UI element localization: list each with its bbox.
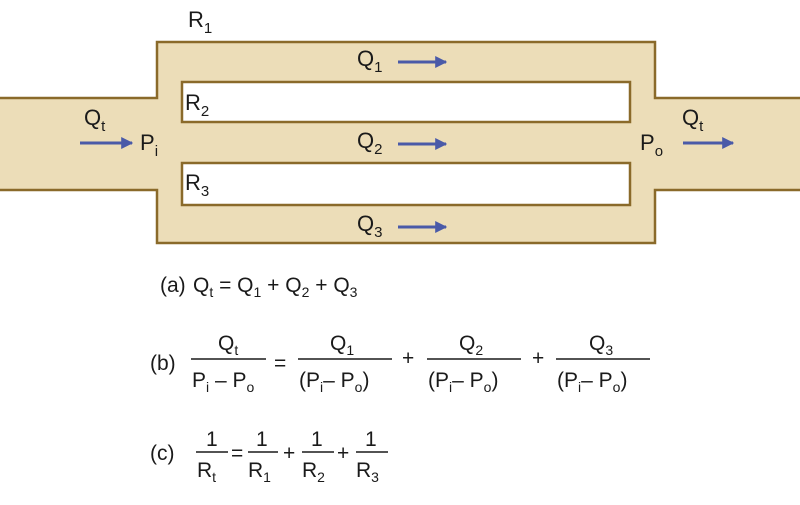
eq-b-num-qt: Qt (218, 332, 238, 358)
equation-a-body: Qt = Q1 + Q2 + Q3 (193, 274, 358, 300)
eq-c-den-r2: R2 (302, 459, 325, 485)
label-q2: Q2 (357, 128, 382, 158)
equation-a-tag: (a) (160, 274, 186, 297)
inner-block-lower (180, 161, 632, 207)
eq-c-den-rt: Rt (197, 459, 216, 485)
eq-b-den-2: (Pi– Po) (299, 369, 369, 395)
label-qt-in: Qt (84, 105, 106, 135)
eq-c-one: 1 (256, 428, 268, 451)
eq-c-den-r1: R1 (248, 459, 271, 485)
eq-b-equals: = (274, 352, 286, 375)
equation-c: (c) 1 Rt = 1 R1 + 1 R2 + 1 R3 (150, 428, 388, 485)
eq-c-equals: = (231, 442, 243, 465)
eq-c-plus-1: + (283, 442, 295, 465)
eq-b-num-q3: Q3 (589, 332, 613, 358)
eq-c-den-r3: R3 (356, 459, 379, 485)
label-q3: Q3 (357, 211, 382, 241)
label-po: Po (640, 130, 663, 160)
label-r1: R1 (188, 7, 212, 37)
eq-b-plus-2: + (532, 347, 544, 370)
label-r3: R3 (185, 170, 209, 200)
equation-b-tag: (b) (150, 352, 176, 375)
eq-b-num-q2: Q2 (459, 332, 483, 358)
label-r2: R2 (185, 90, 209, 120)
equation-a: (a) Qt = Q1 + Q2 + Q3 (160, 274, 358, 300)
eq-b-num-q1: Q1 (330, 332, 354, 358)
eq-b-plus-1: + (402, 347, 414, 370)
equation-c-tag: (c) (150, 442, 175, 465)
eq-c-one: 1 (206, 428, 218, 451)
eq-b-den-1: Pi – Po (192, 369, 255, 395)
eq-c-plus-2: + (337, 442, 349, 465)
eq-b-den-3: (Pi– Po) (428, 369, 498, 395)
pipe-outline (0, 40, 800, 245)
eq-c-one: 1 (365, 428, 377, 451)
label-q1: Q1 (357, 46, 382, 76)
equation-b: (b) Qt Pi – Po = Q1 (Pi– Po) + Q2 (Pi– P… (150, 332, 650, 395)
label-pi: Pi (140, 130, 158, 160)
inner-block-upper (180, 80, 632, 124)
label-qt-out: Qt (682, 105, 704, 135)
eq-c-one: 1 (311, 428, 323, 451)
eq-b-den-4: (Pi– Po) (557, 369, 627, 395)
